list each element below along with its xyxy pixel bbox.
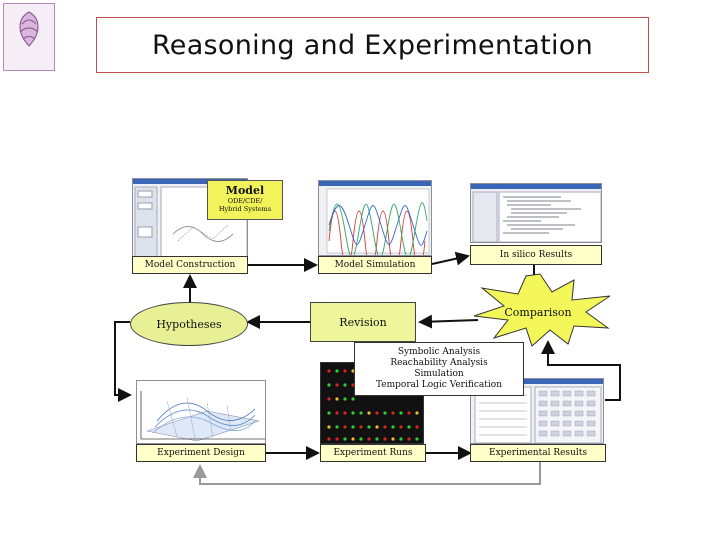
model-subtitle-line2: Hybrid Systems	[208, 205, 282, 213]
hypotheses-node: Hypotheses	[130, 302, 248, 346]
surface-plot-thumbnail	[137, 381, 266, 444]
revision-node: Revision	[310, 302, 416, 342]
return-line	[200, 462, 540, 484]
arrow-simulation-to-insilico	[432, 256, 468, 264]
analysis-item-reachability: Reachability Analysis	[355, 358, 523, 369]
model-title: Model	[208, 184, 282, 197]
model-box: Model ODE/CDE/ Hybrid Systems	[207, 180, 283, 220]
experimental-results-label: Experimental Results	[470, 444, 606, 462]
in-silico-results-label: In silico Results	[470, 245, 602, 265]
model-subtitle-line1: ODE/CDE/	[208, 197, 282, 205]
model-simulation-label: Model Simulation	[318, 256, 432, 274]
model-construction-label: Model Construction	[132, 256, 248, 274]
model-simulation-screenshot	[318, 180, 432, 256]
analysis-item-temporal-logic: Temporal Logic Verification	[355, 380, 523, 391]
experiment-design-screenshot	[136, 380, 266, 444]
experiment-design-label: Experiment Design	[136, 444, 266, 462]
analysis-item-simulation: Simulation	[355, 369, 523, 380]
in-silico-screenshot	[470, 183, 602, 243]
analysis-item-symbolic: Symbolic Analysis	[355, 347, 523, 358]
experiment-runs-label: Experiment Runs	[320, 444, 426, 462]
analysis-methods-box: Symbolic Analysis Reachability Analysis …	[354, 342, 524, 396]
oscillation-plot-thumbnail	[319, 181, 432, 256]
comparison-label: Comparison	[488, 306, 588, 322]
code-editor-thumbnail	[471, 184, 602, 243]
arrow-hypotheses-to-experiment-design	[115, 322, 130, 395]
